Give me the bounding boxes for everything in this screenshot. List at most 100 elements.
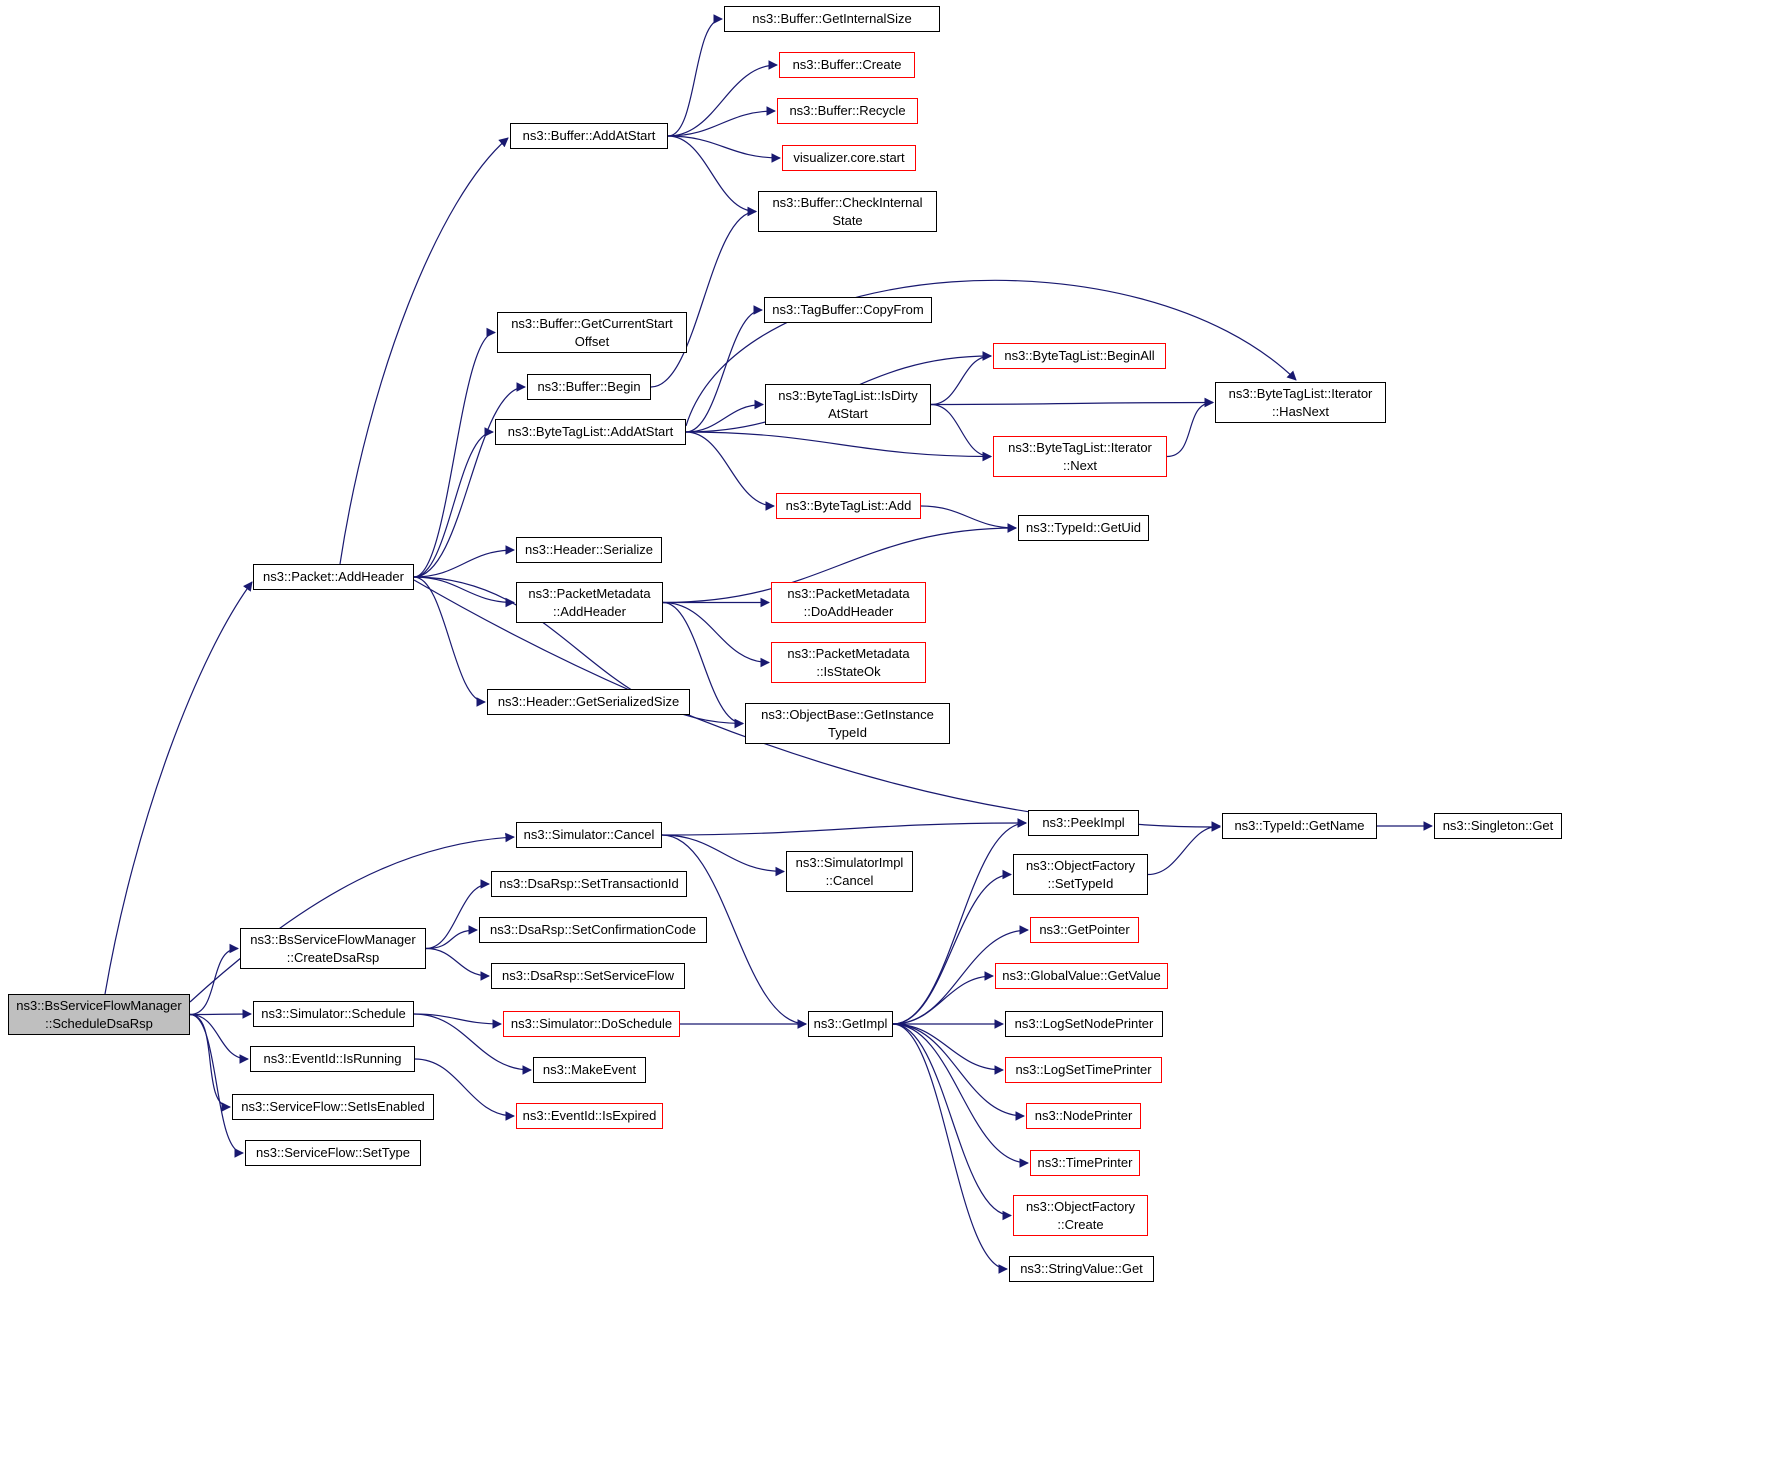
graph-node-bytetaglist_iterator_next[interactable]: ns3::ByteTagList::Iterator ::Next (993, 436, 1167, 477)
graph-node-bytetaglist_iterator_hasnext[interactable]: ns3::ByteTagList::Iterator ::HasNext (1215, 382, 1386, 423)
edge-packet_addheader-to-buffer_getcurrentstartoffset (413, 327, 496, 578)
edge-createdsarsp-to-dsarsp_setserviceflow (425, 947, 490, 981)
edge-bytetaglist_addatstart-to-bytetaglist_add (685, 431, 775, 511)
graph-node-buffer_begin[interactable]: ns3::Buffer::Begin (527, 374, 651, 400)
graph-node-simulator_doschedule[interactable]: ns3::Simulator::DoSchedule (503, 1011, 680, 1037)
edge-getimpl-to-timeprinter (892, 1023, 1029, 1168)
edge-simulator_cancel-to-simulatorimpl_cancel (661, 834, 785, 877)
edge-getimpl-to-objectfactory_settypeid (892, 869, 1012, 1025)
edge-createdsarsp-to-dsarsp_settransactionid (425, 879, 490, 950)
graph-node-nodeprinter[interactable]: ns3::NodePrinter (1026, 1103, 1141, 1129)
edge-bytetaglist_isdirtyatstart-to-bytetaglist_beginall (930, 351, 992, 406)
edge-packet_addheader-to-objectbase_getinstancetypeid (413, 576, 744, 729)
graph-node-buffer_getcurrentstartoffset[interactable]: ns3::Buffer::GetCurrentStart Offset (497, 312, 687, 353)
edge-getimpl-to-objectfactory_create (892, 1023, 1012, 1221)
graph-node-tagbuffer_copyfrom[interactable]: ns3::TagBuffer::CopyFrom (764, 297, 932, 323)
graph-node-packetmetadata_addheader[interactable]: ns3::PacketMetadata ::AddHeader (516, 582, 663, 623)
edge-eventid_isrunning-to-eventid_isexpired (414, 1058, 515, 1121)
edge-bytetaglist_addatstart-to-tagbuffer_copyfrom (685, 305, 763, 433)
edge-buffer_addatstart-to-buffer_create (667, 60, 778, 137)
graph-node-dsarsp_setconfirmationcode[interactable]: ns3::DsaRsp::SetConfirmationCode (479, 917, 707, 943)
graph-node-objectfactory_create[interactable]: ns3::ObjectFactory ::Create (1013, 1195, 1148, 1236)
graph-node-packetmetadata_doaddheader[interactable]: ns3::PacketMetadata ::DoAddHeader (771, 582, 926, 623)
graph-node-makeevent[interactable]: ns3::MakeEvent (533, 1057, 646, 1083)
graph-node-bytetaglist_isdirtyatstart[interactable]: ns3::ByteTagList::IsDirty AtStart (765, 384, 931, 425)
edge-packetmetadata_addheader-to-objectbase_getinstancetypeid (662, 601, 744, 729)
edge-schedule_dsarsp-to-serviceflow_settype (189, 1013, 244, 1158)
graph-node-getimpl[interactable]: ns3::GetImpl (808, 1011, 893, 1037)
graph-node-typeid_getuid[interactable]: ns3::TypeId::GetUid (1018, 515, 1149, 541)
graph-node-bytetaglist_add[interactable]: ns3::ByteTagList::Add (776, 493, 921, 519)
edge-buffer_addatstart-to-buffer_recycle (667, 106, 776, 137)
edge-buffer_addatstart-to-buffer_getinternalsize (667, 14, 723, 137)
edge-objectfactory_settypeid-to-typeid_getname (1147, 821, 1221, 876)
edge-buffer_addatstart-to-buffer_checkinternalstate (667, 135, 757, 217)
graph-node-eventid_isrunning[interactable]: ns3::EventId::IsRunning (250, 1046, 415, 1072)
edge-simulator_schedule-to-makeevent (413, 1013, 532, 1075)
graph-node-buffer_getinternalsize[interactable]: ns3::Buffer::GetInternalSize (724, 6, 940, 32)
graph-node-bytetaglist_beginall[interactable]: ns3::ByteTagList::BeginAll (993, 343, 1166, 369)
graph-node-globalvalue_getvalue[interactable]: ns3::GlobalValue::GetValue (995, 963, 1168, 989)
graph-node-simulatorimpl_cancel[interactable]: ns3::SimulatorImpl ::Cancel (786, 851, 913, 892)
edge-schedule_dsarsp-to-eventid_isrunning (189, 1013, 249, 1064)
edge-schedule_dsarsp-to-serviceflow_setisenabled (189, 1013, 231, 1112)
edge-simulator_cancel-to-peekimpl (661, 818, 1027, 836)
graph-node-schedule_dsarsp[interactable]: ns3::BsServiceFlowManager ::ScheduleDsaR… (8, 994, 190, 1035)
graph-node-visualizer_core_start[interactable]: visualizer.core.start (782, 145, 916, 171)
graph-node-serviceflow_settype[interactable]: ns3::ServiceFlow::SetType (245, 1140, 421, 1166)
graph-node-stringvalue_get[interactable]: ns3::StringValue::Get (1009, 1256, 1154, 1282)
graph-node-objectfactory_settypeid[interactable]: ns3::ObjectFactory ::SetTypeId (1013, 854, 1148, 895)
graph-node-logsettimeprinter[interactable]: ns3::LogSetTimePrinter (1005, 1057, 1162, 1083)
edge-getimpl-to-globalvalue_getvalue (892, 971, 994, 1025)
graph-node-header_serialize[interactable]: ns3::Header::Serialize (516, 537, 662, 563)
graph-node-simulator_schedule[interactable]: ns3::Simulator::Schedule (253, 1001, 414, 1027)
graph-node-peekimpl[interactable]: ns3::PeekImpl (1028, 810, 1139, 836)
graph-node-buffer_checkinternalstate[interactable]: ns3::Buffer::CheckInternal State (758, 191, 937, 232)
edge-packet_addheader-to-typeid_getname (413, 579, 1221, 832)
edge-packet_addheader-to-bytetaglist_addatstart (413, 427, 494, 578)
edge-createdsarsp-to-dsarsp_setconfirmationcode (425, 925, 478, 950)
edge-getimpl-to-stringvalue_get (892, 1023, 1008, 1274)
graph-node-header_getserializedsize[interactable]: ns3::Header::GetSerializedSize (487, 689, 690, 715)
graph-node-buffer_create[interactable]: ns3::Buffer::Create (779, 52, 915, 78)
edge-buffer_begin-to-buffer_checkinternalstate (650, 206, 757, 388)
edge-schedule_dsarsp-to-simulator_schedule (189, 1009, 252, 1019)
graph-node-packet_addheader[interactable]: ns3::Packet::AddHeader (253, 564, 414, 590)
graph-node-getpointer[interactable]: ns3::GetPointer (1030, 917, 1139, 943)
graph-node-buffer_addatstart[interactable]: ns3::Buffer::AddAtStart (510, 123, 668, 149)
edge-packetmetadata_addheader-to-packetmetadata_isstateok (662, 601, 770, 668)
graph-node-timeprinter[interactable]: ns3::TimePrinter (1030, 1150, 1140, 1176)
edge-getimpl-to-nodeprinter (892, 1023, 1025, 1121)
edge-bytetaglist_addatstart-to-bytetaglist_iterator_next (685, 431, 992, 462)
graph-node-dsarsp_setserviceflow[interactable]: ns3::DsaRsp::SetServiceFlow (491, 963, 685, 989)
graph-node-bytetaglist_addatstart[interactable]: ns3::ByteTagList::AddAtStart (495, 419, 686, 445)
edge-packet_addheader-to-buffer_begin (413, 382, 526, 578)
edge-bytetaglist_addatstart-to-bytetaglist_isdirtyatstart (685, 399, 764, 433)
graph-node-serviceflow_setisenabled[interactable]: ns3::ServiceFlow::SetIsEnabled (232, 1094, 434, 1120)
graph-node-packetmetadata_isstateok[interactable]: ns3::PacketMetadata ::IsStateOk (771, 642, 926, 683)
edge-bytetaglist_isdirtyatstart-to-bytetaglist_iterator_hasnext (930, 397, 1214, 408)
edge-simulator_cancel-to-getimpl (661, 834, 807, 1029)
graph-node-eventid_isexpired[interactable]: ns3::EventId::IsExpired (516, 1103, 663, 1129)
graph-node-buffer_recycle[interactable]: ns3::Buffer::Recycle (777, 98, 918, 124)
edge-schedule_dsarsp-to-createdsarsp (189, 943, 239, 1016)
graph-node-simulator_cancel[interactable]: ns3::Simulator::Cancel (516, 822, 662, 848)
edge-bytetaglist_add-to-typeid_getuid (920, 505, 1017, 533)
edge-bytetaglist_isdirtyatstart-to-bytetaglist_iterator_next (930, 403, 992, 462)
graph-node-objectbase_getinstancetypeid[interactable]: ns3::ObjectBase::GetInstance TypeId (745, 703, 950, 744)
edge-packet_addheader-to-packetmetadata_addheader (413, 576, 515, 608)
graph-node-dsarsp_settransactionid[interactable]: ns3::DsaRsp::SetTransactionId (491, 871, 687, 897)
edge-schedule_dsarsp-to-packet_addheader (104, 581, 253, 995)
graph-node-logsetnodeprinter[interactable]: ns3::LogSetNodePrinter (1005, 1011, 1163, 1037)
graph-node-createdsarsp[interactable]: ns3::BsServiceFlowManager ::CreateDsaRsp (240, 928, 426, 969)
edge-packet_addheader-to-header_getserializedsize (413, 576, 486, 707)
edge-schedule_dsarsp-to-simulator_cancel (189, 832, 515, 1003)
graph-node-singleton_get[interactable]: ns3::Singleton::Get (1434, 813, 1562, 839)
edge-buffer_addatstart-to-visualizer_core_start (667, 135, 781, 163)
edge-bytetaglist_iterator_next-to-bytetaglist_iterator_hasnext (1166, 397, 1214, 458)
edge-packet_addheader-to-buffer_addatstart (339, 137, 509, 565)
graph-node-typeid_getname[interactable]: ns3::TypeId::GetName (1222, 813, 1377, 839)
edge-bytetaglist_addatstart-to-bytetaglist_iterator_hasnext (685, 279, 1297, 427)
